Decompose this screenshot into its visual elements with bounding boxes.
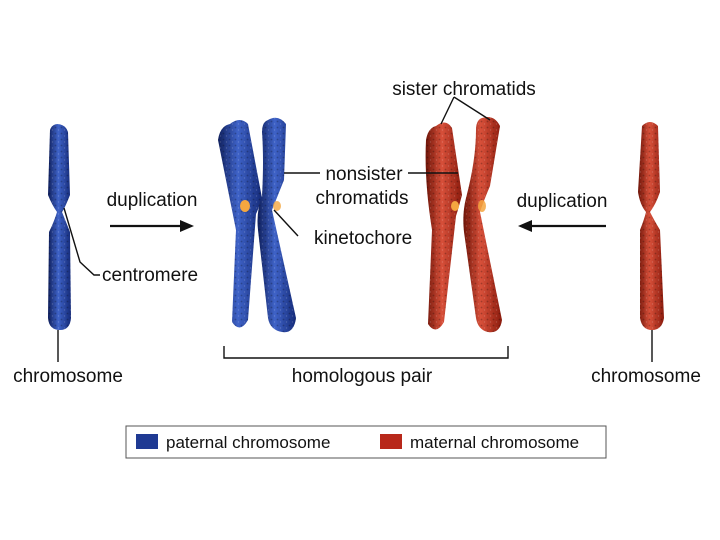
paternal-kinetochore-left [240, 200, 250, 212]
legend-label-paternal: paternal chromosome [166, 433, 330, 452]
duplication-arrow-right [518, 220, 606, 232]
leader-lines [57, 96, 653, 362]
duplication-label-right: duplication [517, 191, 608, 212]
chromosome-label-left: chromosome [13, 366, 123, 387]
maternal-chromosome-single [638, 122, 664, 330]
centromere-label: centromere [102, 265, 198, 286]
paternal-chromosome-single [48, 124, 71, 330]
legend-swatch-paternal [136, 434, 158, 449]
chromosome-label-right: chromosome [591, 366, 701, 387]
nonsister-label-line2: chromatids [316, 188, 409, 209]
legend: paternal chromosome maternal chromosome [125, 425, 607, 459]
maternal-kinetochore-left [451, 201, 459, 211]
legend-box [125, 425, 607, 459]
maternal-kinetochore-right [478, 200, 486, 212]
kinetochore-label: kinetochore [314, 228, 412, 249]
legend-swatch-maternal [380, 434, 402, 449]
paternal-chromosome-duplicated [218, 117, 296, 333]
duplication-label-left: duplication [107, 190, 198, 211]
nonsister-label-line1: nonsister [325, 164, 403, 185]
legend-label-maternal: maternal chromosome [410, 433, 579, 452]
maternal-chromosome-duplicated [425, 117, 502, 333]
sister-chromatids-label: sister chromatids [392, 79, 536, 100]
duplication-arrow-left [110, 220, 194, 232]
homologous-pair-label: homologous pair [292, 366, 433, 387]
paternal-kinetochore-right [273, 201, 281, 211]
